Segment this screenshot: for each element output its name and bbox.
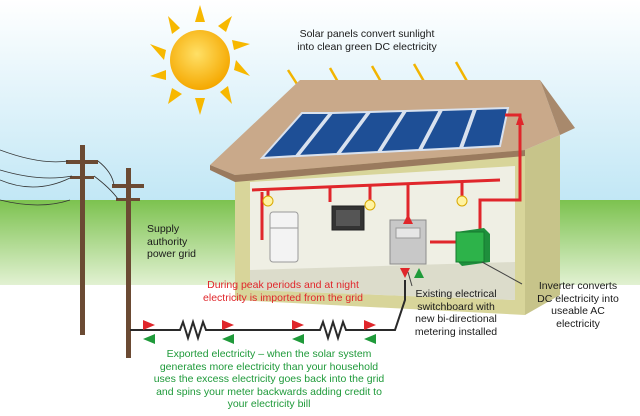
inverter-callout-line	[481, 261, 523, 285]
solar-panels	[259, 106, 510, 160]
import-arrow-icon	[400, 268, 410, 278]
import-arrows	[143, 320, 376, 330]
house-floor	[250, 262, 515, 300]
wiring-up-arrow	[516, 113, 524, 125]
exported-electricity-label: Exported electricity – when the solar sy…	[153, 348, 385, 410]
house-wiring	[251, 113, 522, 244]
roof-edge	[210, 150, 525, 182]
export-arrows	[143, 334, 376, 344]
grid-connection-line	[130, 280, 406, 342]
power-poles	[66, 145, 144, 358]
light-bulb-icons	[262, 195, 468, 211]
inverter-label: Inverter converts DC electricity into us…	[537, 280, 619, 330]
house-wall-right	[525, 135, 560, 315]
fridge-icon	[269, 211, 299, 263]
switchboard-icon	[389, 219, 427, 265]
imported-electricity-label: During peak periods and at night electri…	[203, 279, 363, 304]
switchboard-callout-line	[407, 271, 413, 287]
switchboard-up-arrow	[403, 214, 413, 224]
switchboard-label: Existing electrical switchboard with new…	[414, 288, 498, 338]
sun-icon	[150, 5, 250, 115]
supply-grid-label: Supply authority power grid	[147, 223, 197, 260]
export-arrow-icon	[414, 268, 424, 278]
overhead-wires	[0, 149, 119, 206]
inverter-icon	[455, 228, 490, 266]
roof-side	[540, 80, 575, 135]
solar-panels-label: Solar panels convert sunlight into clean…	[297, 28, 437, 53]
